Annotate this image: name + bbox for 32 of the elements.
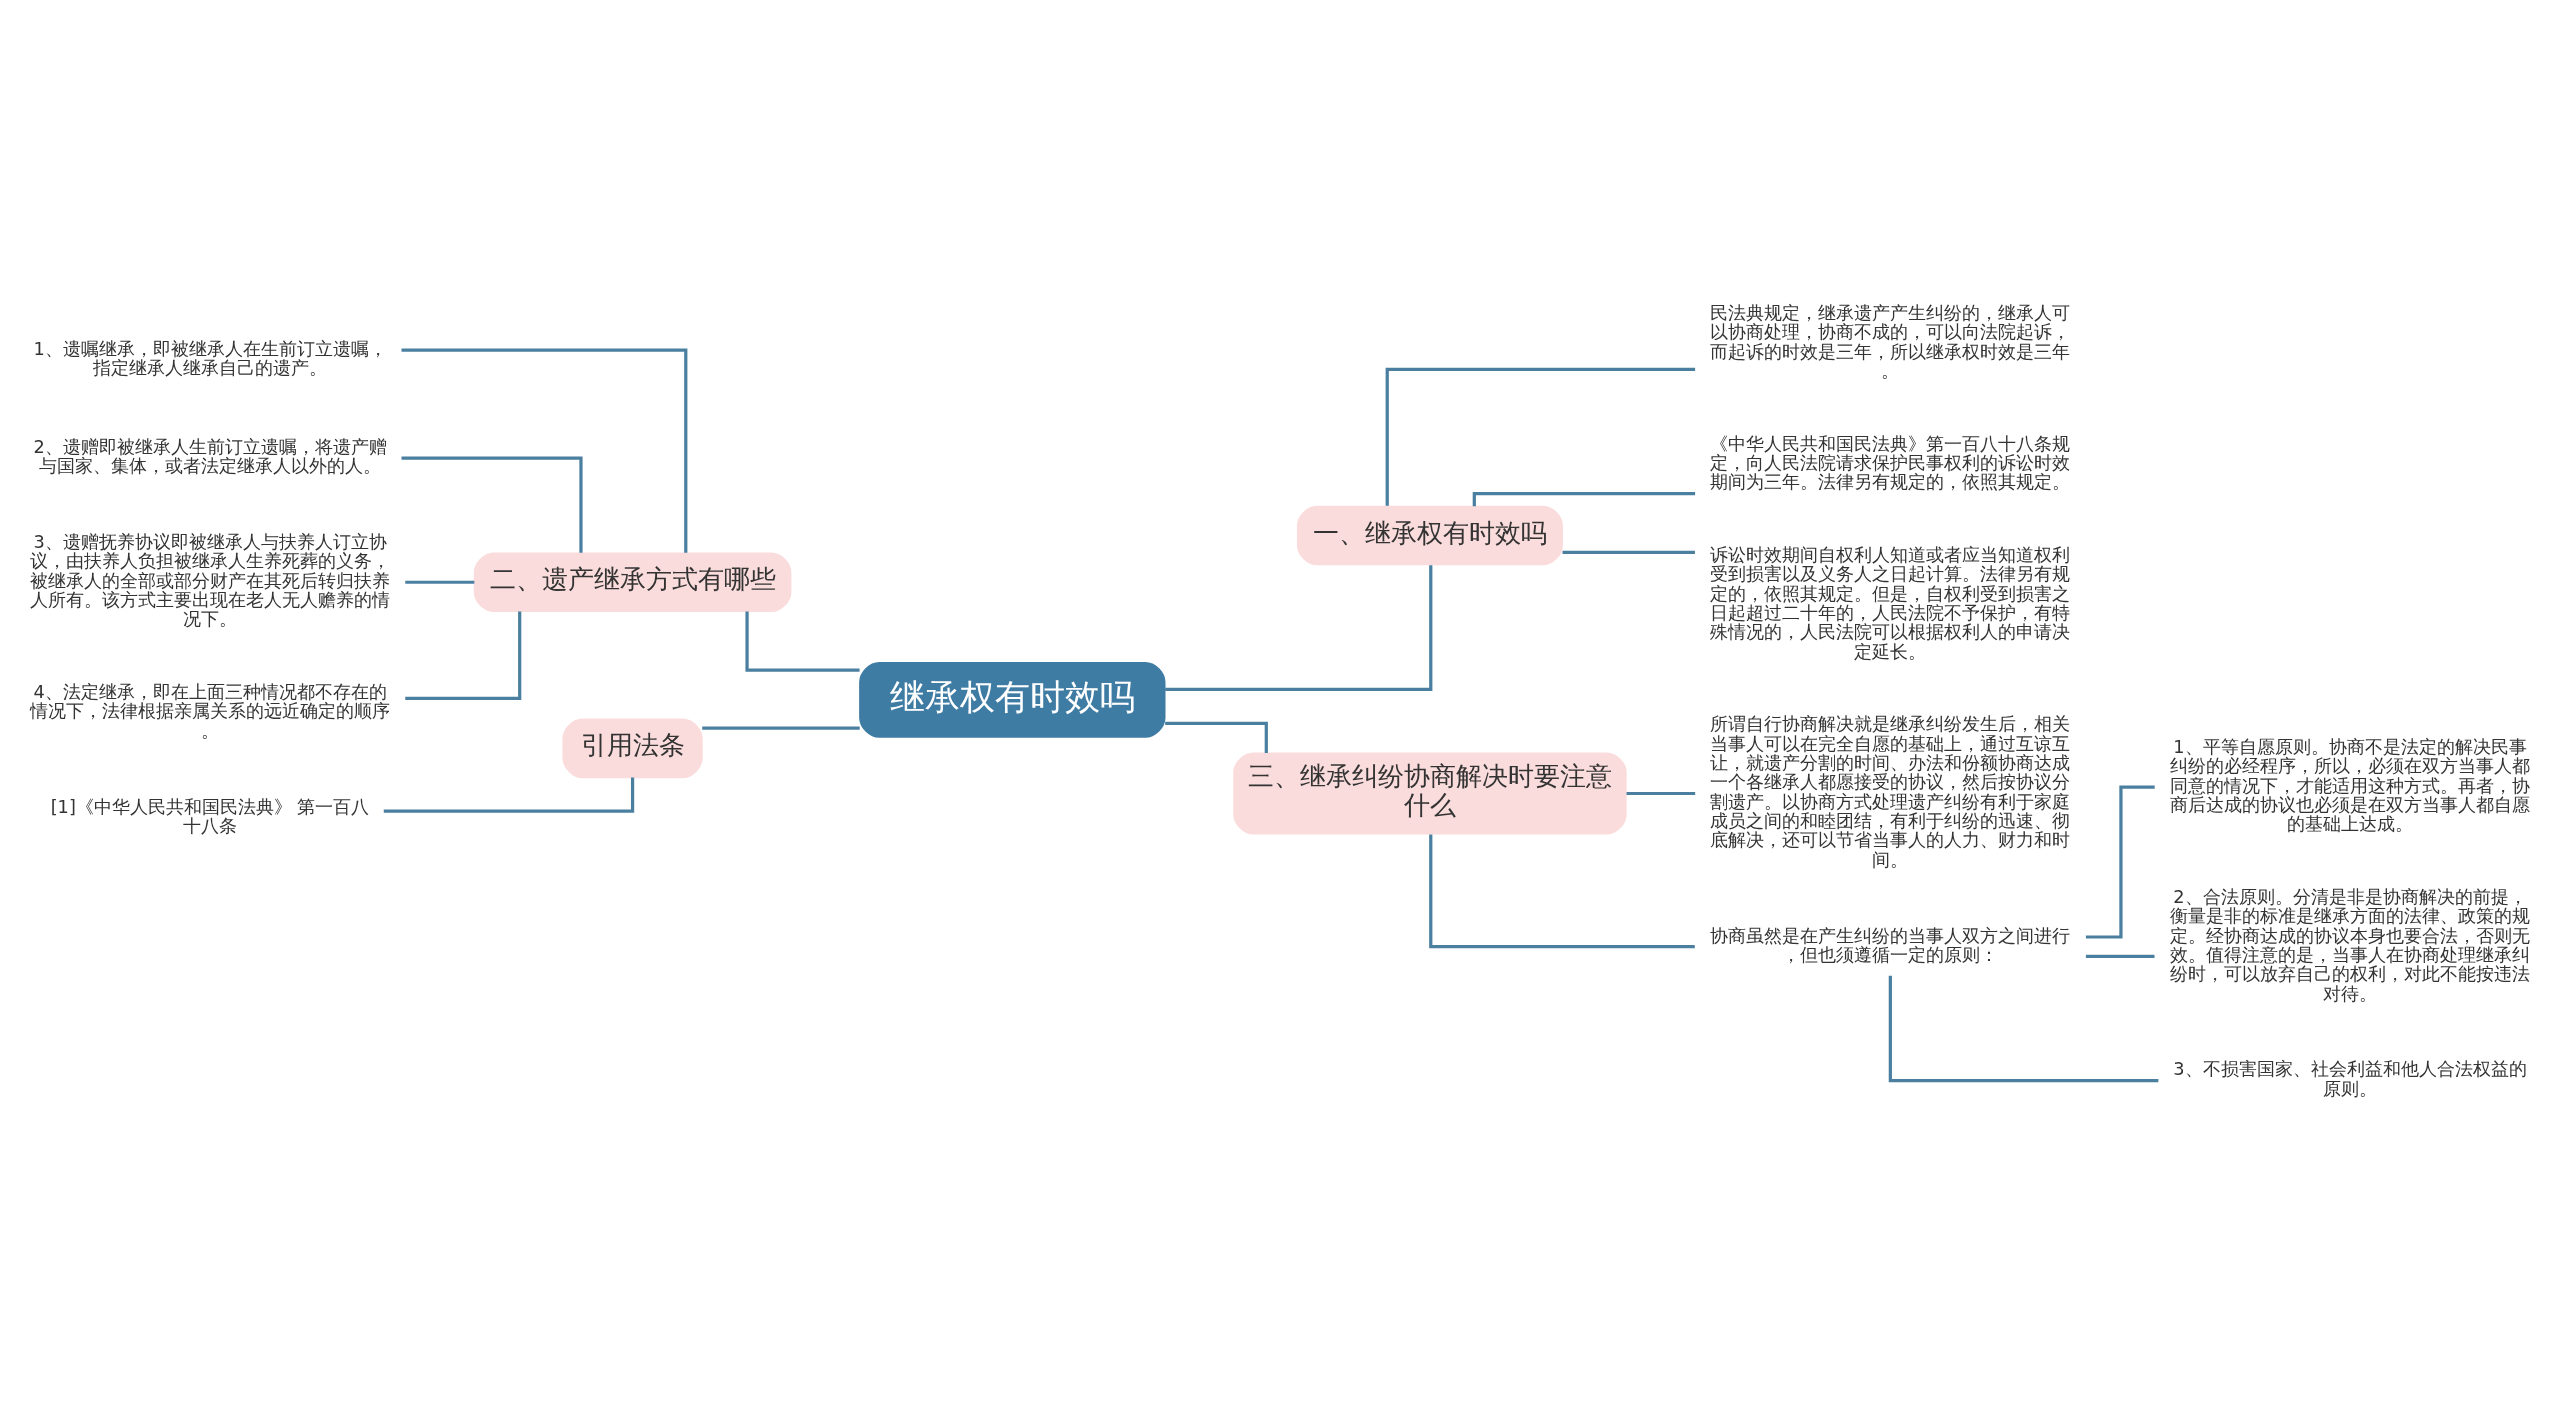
connector bbox=[1472, 491, 1696, 506]
node-text: 诉讼时效期间自权利人知道或者应当知道权利受到损害以及义务人之日起计算。法律另有规定的，依照其规定。但是，自权利受到损害之日起超过二十年的，人民法院不予保护，有特殊情况的，人民法院可以根据权利人的申请决定延长。 bbox=[1710, 544, 2071, 662]
node-text: 4、法定继承，即在上面三种情况都不存在的情况下，法律根据亲属关系的远近确定的顺序。 bbox=[30, 681, 391, 741]
node-box: 二、遗产继承方式有哪些 bbox=[473, 551, 792, 612]
node-box: 继承权有时效吗 bbox=[859, 661, 1166, 738]
connector bbox=[401, 455, 583, 553]
node-text: [1]《中华人民共和国民法典》 第一百八十八条 bbox=[50, 796, 370, 836]
connector bbox=[405, 580, 475, 584]
node-text: 所谓自行协商解决就是继承纠纷发生后，相关当事人可以在完全自愿的基础上，通过互谅互让，就遗产分割的时间、办法和份额协商达成一个各继承人都愿接受的协议，然后按协议分割遗产。以协商方式处理遗产纠纷有利于家庭成员之间的和睦团结，有利于纠纷的迅速、彻底解决，还可以节省当事人的人力、财力和时间。 bbox=[1710, 713, 2071, 870]
connector bbox=[745, 611, 860, 672]
connector bbox=[1626, 791, 1696, 795]
node-box: 三、继承纠纷协商解决时要注意什么 bbox=[1233, 751, 1627, 835]
connector bbox=[401, 347, 688, 553]
connector bbox=[1429, 834, 1695, 948]
node-text: 1、遗嘱继承，即被继承人在生前订立遗嘱，指定继承人继承自己的遗产。 bbox=[33, 338, 387, 378]
node-box: 引用法条 bbox=[562, 718, 703, 778]
node-box: 一、继承权有时效吗 bbox=[1296, 505, 1563, 565]
node-text: 《中华人民共和国民法典》第一百八十八条规定，向人民法院请求保护民事权利的诉讼时效期间为三年。法律另有规定的，依照其规定。 bbox=[1710, 433, 2071, 492]
connector bbox=[1562, 550, 1695, 554]
node-text: 1、平等自愿原则。协商不是法定的解决民事纠纷的必经程序，所以，必须在双方当事人都同意的情况下，才能适用这种方式。再者，协商后达成的协议也必须是在双方当事人都自愿的基础上达成。 bbox=[2169, 736, 2530, 834]
node-text: 2、遗赠即被继承人生前订立遗嘱，将遗产赠与国家、集体，或者法定继承人以外的人。 bbox=[33, 436, 387, 476]
node-text: 3、不损害国家、社会利益和他人合法权益的原则。 bbox=[2173, 1058, 2527, 1099]
node-text: 3、遗赠抚养协议即被继承人与扶养人订立协议，由扶养人负担被继承人生养死葬的义务，被继承人的全部或部分财产在其死后转归扶养人所有。该方式主要出现在老人无人赡养的情况下。 bbox=[30, 531, 391, 629]
connector bbox=[1888, 975, 2159, 1082]
node-text: 2、合法原则。分清是非是协商解决的前提，衡量是非的标准是继承方面的法律、政策的规定。经协商达成的协议本身也要合法，否则无效。值得注意的是，当事人在协商处理继承纠纷时，可以放弃自己的权利，对此不能按违法对待。 bbox=[2169, 886, 2530, 1004]
node-text: 协商虽然是在产生纠纷的当事人双方之间进行，但也须遵循一定的原则： bbox=[1710, 925, 2071, 965]
connector bbox=[1385, 367, 1696, 506]
connector bbox=[405, 611, 522, 700]
node-text: 民法典规定，继承遗产产生纠纷的，继承人可以协商处理，协商不成的，可以向法院起诉，而起诉的时效是三年，所以继承权时效是三年。 bbox=[1710, 302, 2071, 381]
connector bbox=[702, 726, 860, 730]
connector bbox=[2085, 954, 2155, 958]
connector bbox=[1165, 564, 1433, 691]
